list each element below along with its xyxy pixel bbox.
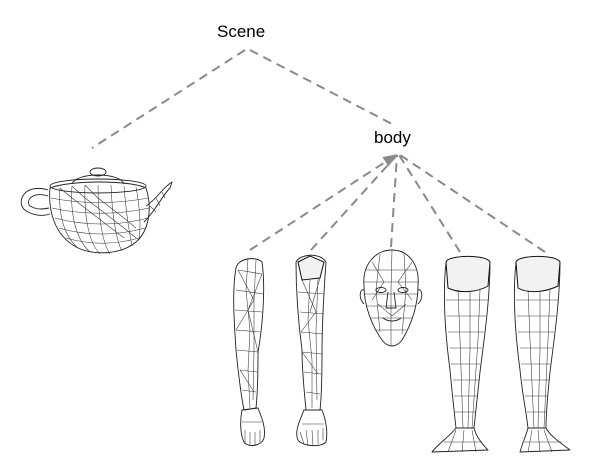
edge-scene-body xyxy=(249,49,393,125)
node-label-body: body xyxy=(374,128,411,147)
edge-body-right-leg xyxy=(399,154,546,253)
head-wireframe-icon xyxy=(359,249,423,347)
left-arm-wireframe-icon xyxy=(233,257,265,446)
right-arm-wireframe-icon xyxy=(295,254,328,447)
edge-body-left-leg xyxy=(398,154,461,253)
left-leg-wireframe-icon xyxy=(431,255,491,453)
node-label-scene: Scene xyxy=(217,22,266,41)
edge-body-right-arm xyxy=(310,154,398,251)
teapot-wireframe-icon xyxy=(20,167,173,255)
right-leg-wireframe-icon xyxy=(513,255,571,453)
edges xyxy=(91,49,546,253)
edge-body-head xyxy=(390,154,398,248)
edge-scene-teapot xyxy=(91,49,246,149)
